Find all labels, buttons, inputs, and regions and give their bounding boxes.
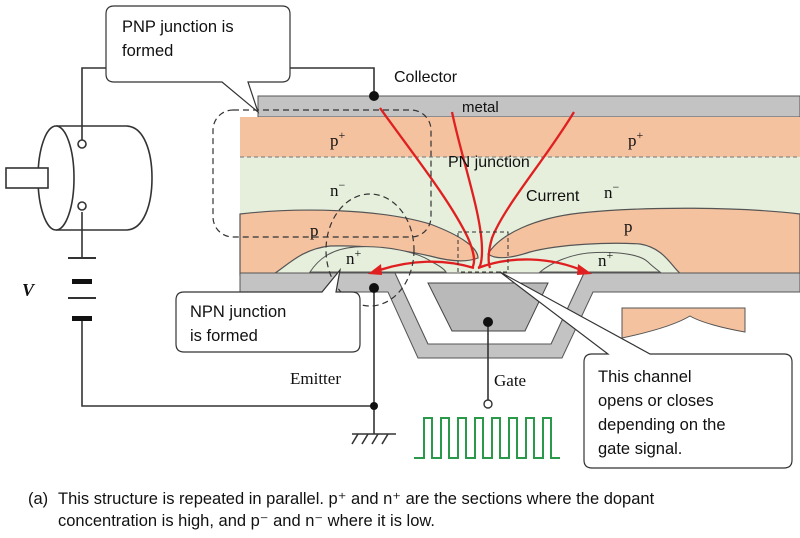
gate-input-terminal [483, 399, 493, 409]
collector-label: Collector [394, 69, 458, 86]
pn-junction-label: PN junction [448, 154, 530, 171]
p-body-right [487, 207, 800, 276]
voltage-label: V [22, 280, 36, 300]
current-label: Current [526, 188, 580, 205]
n-plus-right-label: n+ [598, 248, 614, 270]
p-right-label: p [624, 217, 633, 236]
battery-icon [68, 257, 96, 321]
collector-metal-layer [257, 95, 800, 118]
caption-line-1: This structure is repeated in parallel. … [58, 490, 655, 508]
pnp-callout-text: PNP junction is formed [122, 18, 238, 60]
p-body-left [239, 209, 479, 276]
figure-caption: (a) This structure is repeated in paralle… [28, 488, 798, 532]
emitter-label: Emitter [290, 369, 341, 388]
caption-label: (a) [28, 490, 49, 508]
p-plus-right-label: p+ [628, 128, 644, 150]
pnp-callout-box [105, 5, 291, 114]
emitter-terminal [369, 283, 379, 293]
channel-highlight [457, 231, 509, 273]
n-minus-right-label: n− [604, 180, 620, 202]
channel-callout-box [499, 271, 793, 469]
gate-electrode [427, 282, 549, 332]
current-arrowhead-left [368, 264, 382, 275]
metal-label: metal [462, 99, 499, 116]
caption-line-2: concentration is high, and p⁻ and n⁻ whe… [58, 512, 435, 530]
n-plus-left-label: n+ [346, 246, 362, 268]
p-left-label: p [310, 221, 319, 240]
pnp-junction-highlight [212, 109, 432, 238]
gate-label: Gate [494, 371, 526, 390]
gate-signal-waveform [414, 417, 560, 459]
gate-terminal [483, 317, 493, 327]
emitter-junction-node [370, 402, 378, 410]
collector-terminal [369, 91, 379, 101]
repeated-cell-illustration [621, 307, 746, 339]
current-paths [373, 107, 587, 274]
npn-callout-box [175, 267, 361, 353]
channel-callout-text: This channel opens or closes depending o… [598, 368, 730, 458]
npn-callout-text: NPN junction is formed [190, 303, 291, 345]
p-plus-layer [240, 117, 800, 157]
npn-junction-highlight [325, 193, 415, 307]
motor-icon [5, 125, 153, 231]
ground-icon [351, 433, 396, 445]
p-plus-left-label: p+ [330, 128, 346, 150]
n-minus-left-label: n− [330, 178, 346, 200]
current-arrowhead-right [577, 264, 592, 275]
